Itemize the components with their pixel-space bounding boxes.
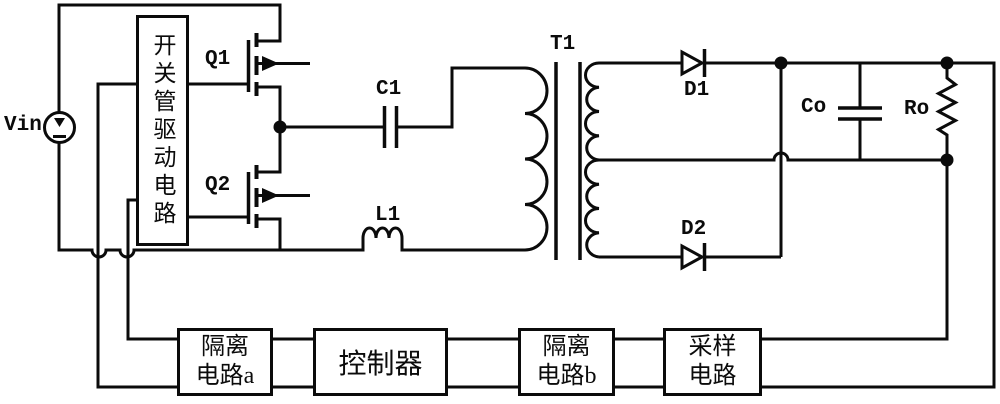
wire-feedback-upper — [126, 198, 177, 341]
wire-center-tap-rail — [599, 151, 947, 162]
wire-q1q2-link — [256, 127, 282, 174]
block-switch-driver: 开关管驱动电路 — [136, 15, 189, 246]
c1-label: C1 — [376, 78, 402, 101]
wire-sense-line — [762, 160, 949, 341]
q2-label: Q2 — [205, 174, 231, 197]
t1-primary-winding — [524, 66, 549, 252]
co-label: Co — [801, 96, 827, 119]
q1-body-arrow — [262, 56, 279, 71]
block-switch-driver-label: 开关管驱动电路 — [150, 32, 175, 229]
co-plates — [838, 106, 882, 121]
wire-output-top-rail — [704, 61, 996, 389]
block-controller-label: 控制器 — [338, 349, 423, 380]
q1-label: Q1 — [205, 48, 231, 71]
l1-label: L1 — [375, 204, 401, 227]
q1-source-wire — [256, 85, 282, 127]
block-sampling: 采样 电路 — [663, 328, 762, 396]
t1-secondary-winding — [584, 61, 600, 259]
t1-core-lines — [554, 62, 582, 260]
d1-triangle — [680, 49, 706, 77]
q2-body-arrow — [262, 188, 279, 203]
vin-source-circle — [43, 111, 76, 144]
wire-input-bottom-rail — [57, 142, 525, 259]
q2-source-wire — [256, 217, 282, 250]
wire-feedback-lower — [96, 82, 177, 389]
t1-label: T1 — [550, 33, 576, 56]
d1-label: D1 — [684, 79, 710, 102]
ro-label: Ro — [904, 98, 930, 121]
c1-plates — [382, 106, 399, 148]
block-isolation-a: 隔离 电路a — [177, 328, 273, 396]
d2-label: D2 — [681, 218, 707, 241]
block-isolation-b: 隔离 电路b — [518, 328, 615, 396]
block-isolation-b-label: 隔离 电路b — [536, 333, 597, 389]
wire-c1-right — [396, 66, 525, 129]
ro-resistor-zigzag — [935, 63, 959, 160]
vin-label: Vin — [4, 114, 42, 137]
block-isolation-a-label: 隔离 电路a — [195, 333, 255, 389]
block-sampling-label: 采样 电路 — [688, 333, 737, 389]
vin-arrow-mark — [54, 118, 65, 127]
block-controller: 控制器 — [313, 328, 448, 396]
wire-input-top-rail — [57, 3, 282, 113]
junction-dot-ro-top — [940, 56, 954, 70]
d2-triangle — [680, 243, 706, 271]
